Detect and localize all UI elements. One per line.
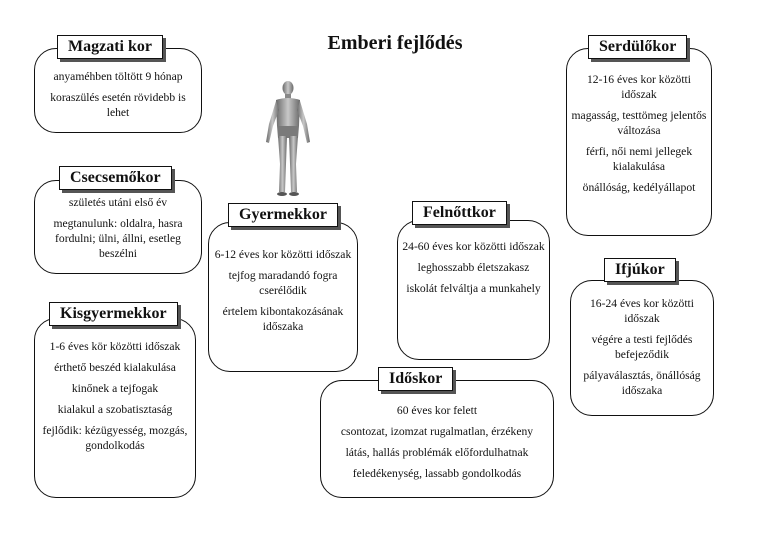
stage-body-gyermekkor: 6-12 éves kor közötti időszak tejfog mar… xyxy=(214,248,352,333)
diagram-title: Emberi fejlődés xyxy=(327,32,463,54)
stage-body-magzati-kor: anyaméhben töltött 9 hónap koraszülés es… xyxy=(50,70,186,119)
stage-body-felnottkor: 24-60 éves kor közötti időszak leghossza… xyxy=(402,240,545,295)
stage-title-gyermekkor: Gyermekkor xyxy=(228,203,338,227)
stage-title-magzati-kor: Magzati kor xyxy=(57,35,163,59)
stage-body-idoskor: 60 éves kor felett csontozat, izomzat ru… xyxy=(340,404,534,480)
stage-body-csecsemokor: születés utáni első év megtanulunk: olda… xyxy=(53,196,183,260)
stage-title-serdulokor: Serdülőkor xyxy=(588,35,688,59)
stage-title-idoskor: Időskor xyxy=(378,367,454,391)
stage-title-csecsemokor: Csecsemőkor xyxy=(59,166,172,190)
stage-body-kisgyermekkor: 1-6 éves kör közötti időszak érthető bes… xyxy=(42,340,188,452)
stage-magzati-kor xyxy=(34,48,202,133)
stage-felnottkor xyxy=(397,220,550,360)
stage-csecsemokor xyxy=(34,180,202,274)
human-figure-illustration xyxy=(266,81,310,196)
stage-gyermekkor xyxy=(208,222,358,372)
stage-serdulokor xyxy=(566,48,712,236)
stage-title-kisgyermekkor: Kisgyermekkor xyxy=(49,302,178,326)
stage-title-ifjukor: Ifjúkor xyxy=(604,258,676,282)
stage-ifjukor xyxy=(570,280,714,416)
stage-body-ifjukor: 16-24 éves kor közötti időszak végére a … xyxy=(583,297,701,397)
stage-title-felnottkor: Felnőttkor xyxy=(412,201,507,225)
stage-body-serdulokor: 12-16 éves kor közötti időszak magasság,… xyxy=(571,73,707,194)
stage-idoskor xyxy=(320,380,554,498)
stage-kisgyermekkor xyxy=(34,318,196,498)
